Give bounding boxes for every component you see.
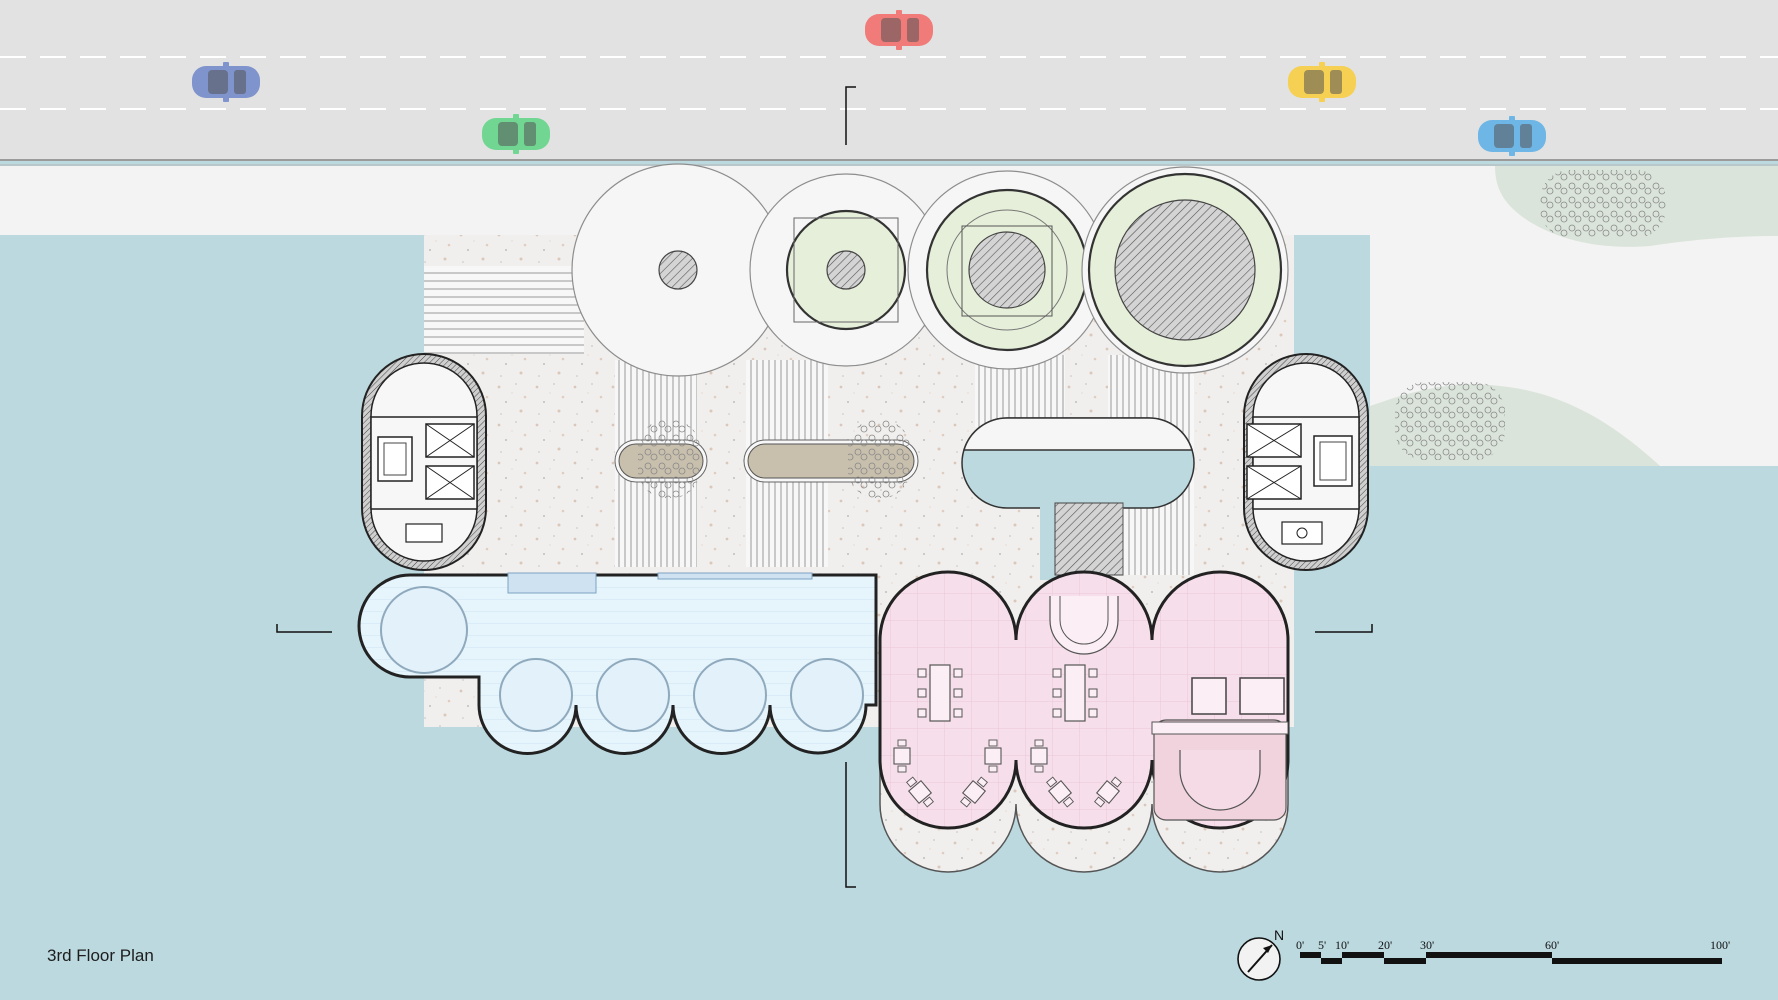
scale-label-100: 100' [1710,938,1730,952]
planter-4 [1081,166,1289,374]
pier [1054,502,1124,576]
long-table-right [1052,664,1098,722]
north-arrow: N [1237,927,1284,981]
scale-bar: 0' 5' 10' 20' 30' 60' 100' [1296,938,1730,964]
car-red [865,10,933,50]
tree-canopy-bench-right [848,420,910,498]
north-label: N [1274,927,1284,943]
scale-label-10: 10' [1335,938,1349,952]
planter-1 [571,163,785,377]
car-light-blue [1478,116,1546,156]
pool-wing [357,572,878,755]
tree-canopy-right-bottom [1395,382,1505,460]
right-service-core [1243,353,1369,571]
drawing-title: 3rd Floor Plan [47,946,154,965]
car-blue [192,62,260,102]
section-markers [276,86,1373,888]
planter-3 [907,170,1107,370]
planter-2 [749,173,943,367]
inlet-rim [962,417,1194,451]
tree-canopy-right-top [1540,170,1666,238]
left-service-core [361,353,487,571]
long-table-left [917,664,963,722]
scale-label-5: 5' [1318,938,1326,952]
scale-label-30: 30' [1420,938,1434,952]
scale-label-20: 20' [1378,938,1392,952]
scale-label-0: 0' [1296,938,1304,952]
tree-canopy-bench-left [638,420,700,498]
terrace-stairs [424,266,584,354]
car-green [482,114,550,154]
scale-label-60: 60' [1545,938,1559,952]
restaurant-wing [878,570,1290,873]
car-yellow [1288,62,1356,102]
